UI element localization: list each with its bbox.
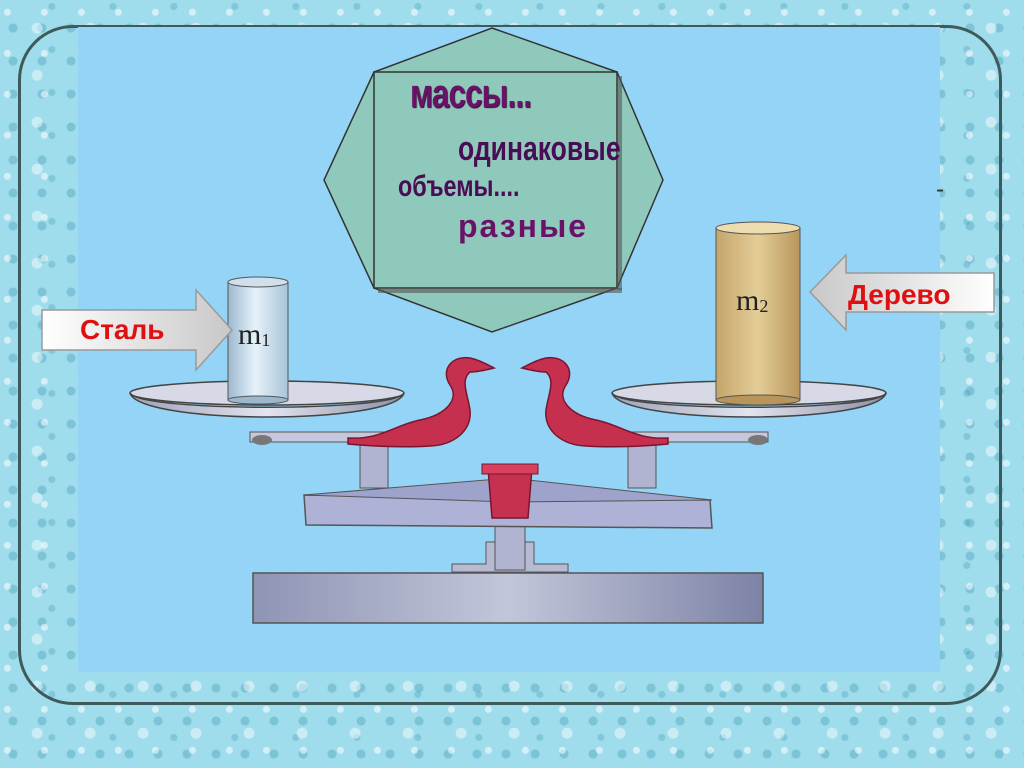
right-pan-knob: [748, 435, 768, 445]
scale-beam: [303, 463, 713, 529]
mass-m1-index: 1: [261, 330, 271, 350]
left-pan-post: [359, 439, 389, 489]
mass-m1-letter: m: [238, 318, 262, 351]
wood-arrow: [808, 253, 995, 332]
right-pointer: [519, 356, 669, 448]
same-text: одинаковые: [458, 130, 621, 168]
scale-base: [252, 519, 764, 624]
left-pan-knob: [252, 435, 272, 445]
volumes-text: объемы....: [398, 170, 520, 203]
different-text: разные: [458, 208, 589, 244]
mass-m2-letter: m: [736, 284, 760, 317]
mass-m2-index: 2: [759, 296, 769, 316]
masses-text: массы...: [410, 72, 532, 116]
wood-label: Дерево: [848, 279, 951, 310]
right-pan-post: [627, 439, 657, 489]
steel-arrow: [41, 288, 234, 372]
bubble-star: [323, 27, 664, 333]
mass-label-m1: m1: [238, 318, 270, 352]
mass-label-m2: m2: [736, 284, 768, 318]
steel-cylinder: [227, 276, 289, 405]
left-pointer: [347, 356, 497, 448]
dash-mark: -: [936, 176, 944, 203]
steel-label: Сталь: [80, 314, 165, 345]
rounded-frame: [18, 25, 1002, 705]
wood-cylinder: [715, 221, 801, 406]
